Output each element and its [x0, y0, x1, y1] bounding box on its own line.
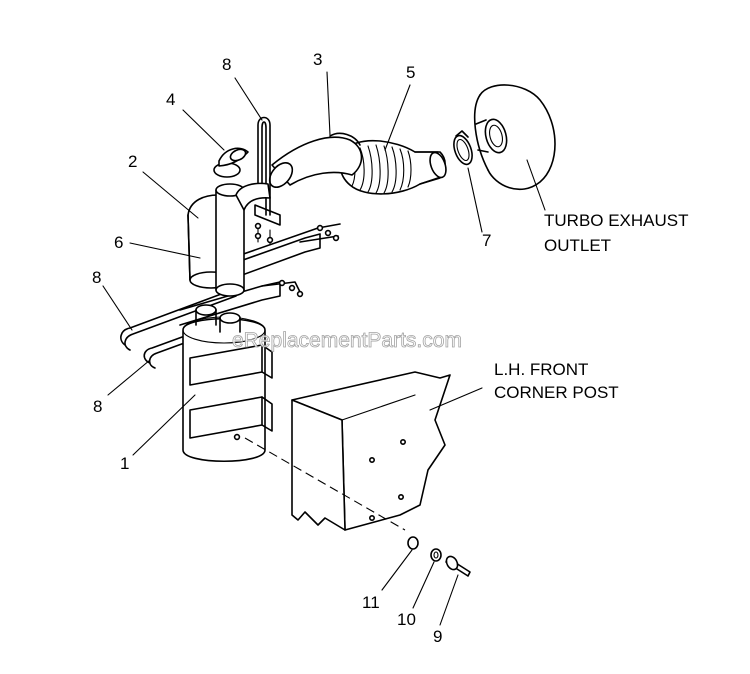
- pipe-6: [215, 182, 271, 297]
- clamp-7: [453, 130, 473, 166]
- callout-8-bottom: 8: [93, 397, 102, 416]
- callout-9: 9: [433, 627, 442, 646]
- callout-8-top: 8: [222, 55, 231, 74]
- corner-post: [291, 371, 451, 531]
- hardware: [407, 536, 471, 577]
- post-label-line2: CORNER POST: [494, 383, 619, 402]
- callout-4: 4: [166, 90, 175, 109]
- labels: TURBO EXHAUST OUTLET L.H. FRONT CORNER P…: [494, 211, 689, 402]
- post-label-line1: L.H. FRONT: [494, 360, 588, 379]
- callout-7: 7: [482, 231, 491, 250]
- callout-6: 6: [114, 233, 123, 252]
- u-bolt-left: [120, 289, 237, 369]
- u-bolt-upper: [254, 116, 281, 245]
- turbo-label-line2: OUTLET: [544, 236, 611, 255]
- callout-3: 3: [313, 50, 322, 69]
- elbow-pipe-3: [268, 132, 363, 188]
- turbo-exhaust-outlet: [473, 84, 556, 191]
- support-strap-upper: [214, 223, 341, 286]
- turbo-label-line1: TURBO EXHAUST: [544, 211, 689, 230]
- callout-5: 5: [406, 63, 415, 82]
- callout-2: 2: [128, 152, 137, 171]
- mount-line: [244, 437, 406, 531]
- rain-cap-4: [213, 147, 249, 178]
- watermark: eReplacementParts.com: [232, 329, 462, 352]
- callouts: 3 5 8 4 2 6 8 8 1 7 11 10 9: [92, 50, 491, 646]
- support-strap-lower: [179, 279, 304, 326]
- callout-1: 1: [120, 454, 129, 473]
- callout-10: 10: [397, 610, 416, 629]
- callout-11: 11: [362, 593, 380, 612]
- muffler-1: [182, 304, 273, 462]
- leader-lines: [102, 71, 546, 626]
- callout-8-left: 8: [92, 268, 101, 287]
